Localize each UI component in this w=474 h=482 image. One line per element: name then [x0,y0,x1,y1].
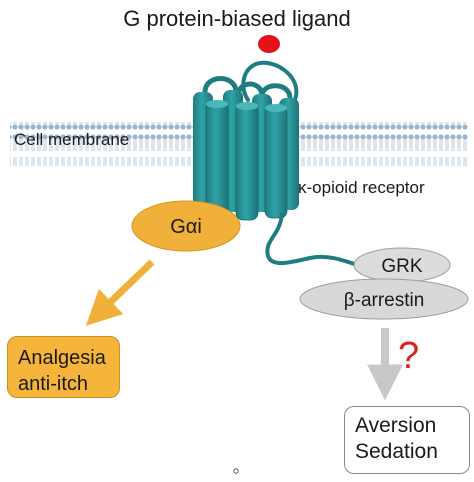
analgesia-line-1: Analgesia [18,347,106,369]
receptor-label: κ-opioid receptor [298,178,425,197]
stray-dot [233,468,239,474]
grk-label: GRK [381,256,423,277]
g-alpha-i-label: Gαi [170,216,202,238]
ligand-icon [258,35,280,53]
kappa-opioid-receptor-icon [193,76,299,221]
question-mark: ? [398,335,420,377]
diagram-title: G protein-biased ligand [123,6,351,31]
aversion-line-2: Sedation [355,440,438,463]
analgesia-line-2: anti-itch [18,373,89,395]
membrane-label: Cell membrane [14,130,130,149]
analgesia-outcome-box: Analgesia anti-itch [7,336,120,398]
beta-arrestin-node [299,278,469,320]
receptor-c-terminus [265,212,362,268]
aversion-line-1: Aversion [355,414,437,437]
arrow-to-analgesia [85,259,155,326]
g-alpha-i-node [131,200,241,252]
beta-arrestin-label: β-arrestin [344,290,425,311]
aversion-outcome-box: Aversion Sedation [344,406,470,474]
